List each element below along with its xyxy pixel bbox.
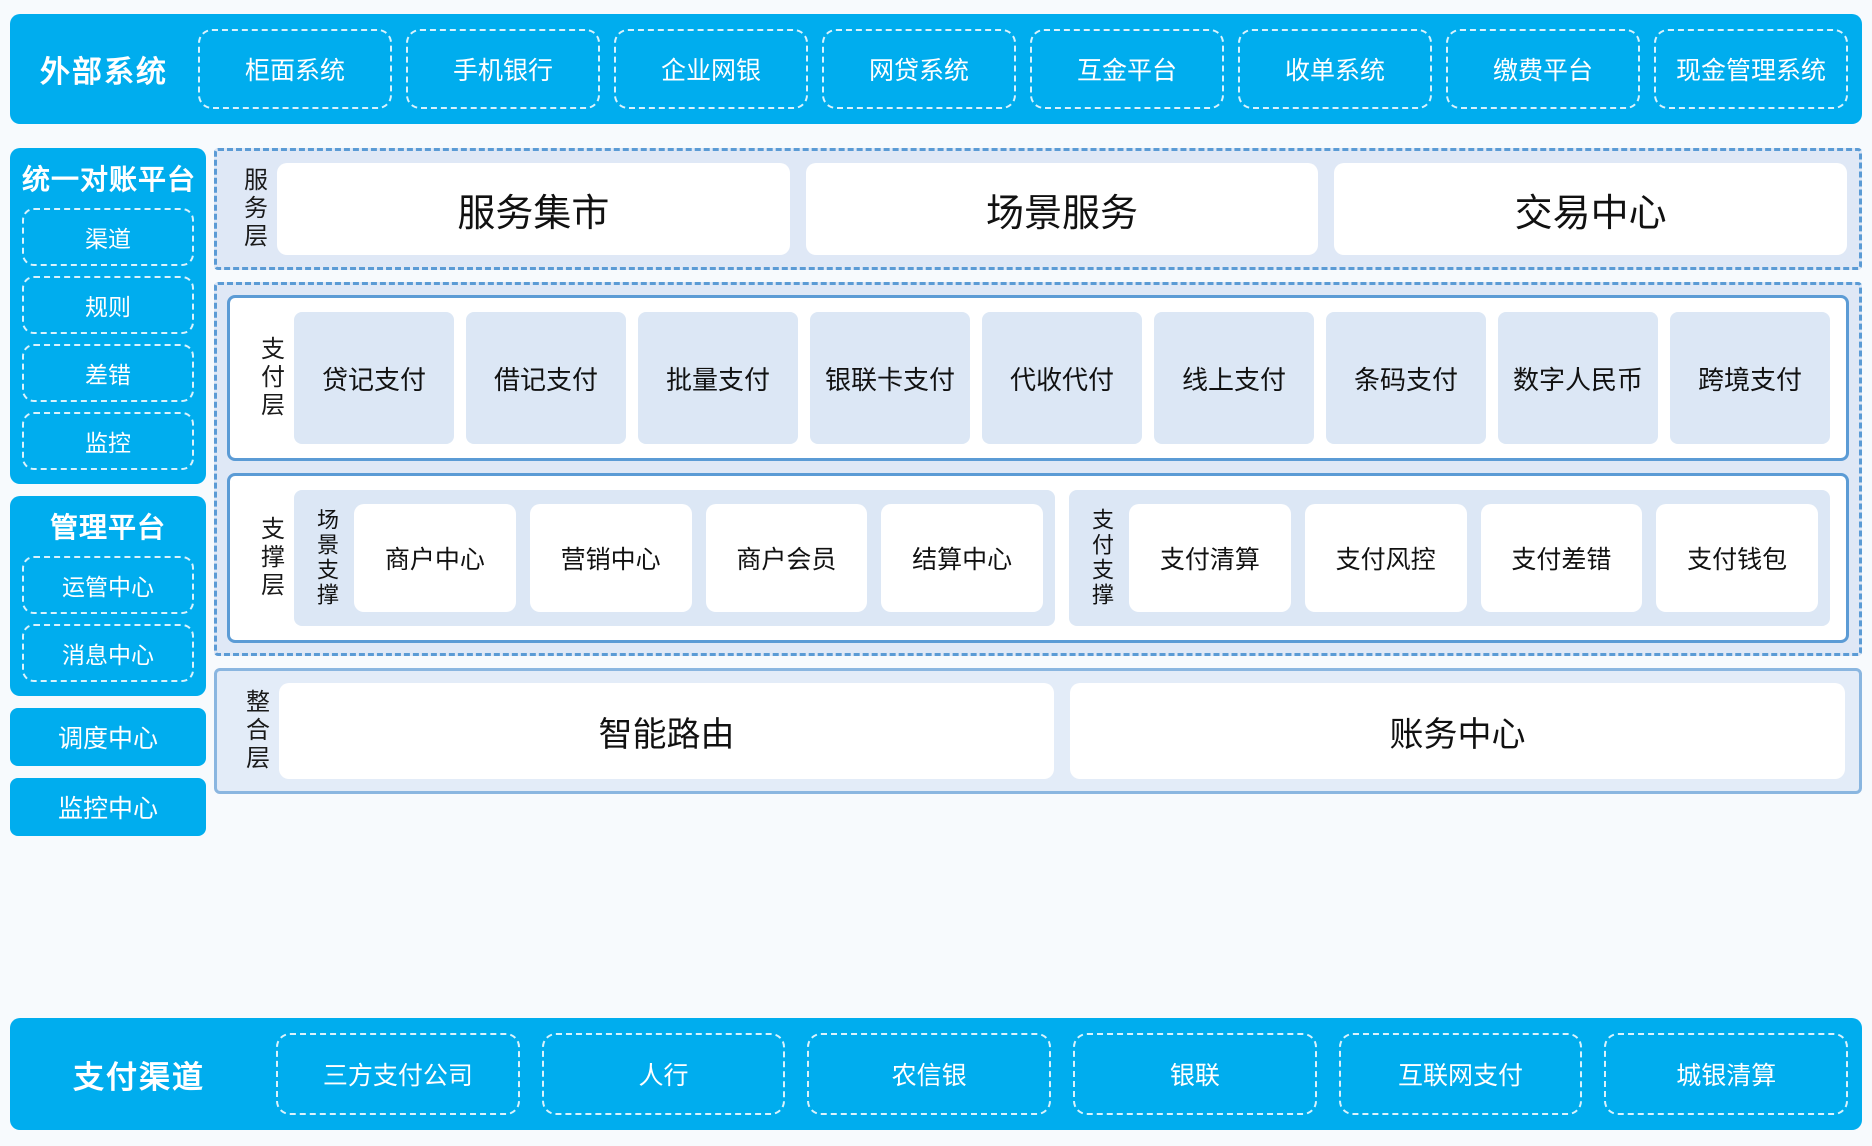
- payment-tile-cross-border[interactable]: 跨境支付: [1670, 312, 1830, 444]
- service-card-scenario[interactable]: 场景服务: [805, 163, 1319, 255]
- payment-tile-unionpay-card[interactable]: 银联卡支付: [810, 312, 970, 444]
- management-platform-title: 管理平台: [49, 512, 166, 543]
- monitoring-center-button[interactable]: 监控中心: [10, 778, 206, 836]
- payment-tile-credit[interactable]: 贷记支付: [294, 312, 454, 444]
- external-system-item-7[interactable]: 现金管理系统: [1654, 29, 1848, 109]
- support-card-marketing-center[interactable]: 营销中心: [529, 504, 692, 612]
- support-layer-box: 支撑层 场景支撑 商户中心 营销中心 商户会员 结算中心: [227, 473, 1849, 643]
- payment-and-support-group: 支付层 贷记支付 借记支付 批量支付 银联卡支付 代收代付 线上支付 条码支付 …: [214, 282, 1862, 656]
- reconciliation-platform-title: 统一对账平台: [22, 164, 197, 195]
- integration-layer-label: 整合层: [241, 689, 269, 773]
- external-system-item-6[interactable]: 缴费平台: [1446, 29, 1640, 109]
- payment-channels-bar: 支付渠道 三方支付公司 人行 农信银 银联 互联网支付 城银清算: [10, 1018, 1862, 1130]
- payment-support-group: 支付支撑 支付清算 支付风控 支付差错 支付钱包: [1069, 490, 1830, 626]
- channel-item-4[interactable]: 互联网支付: [1338, 1033, 1583, 1115]
- channel-item-1[interactable]: 人行: [541, 1033, 786, 1115]
- service-layer-group: 服务层 服务集市 场景服务 交易中心: [214, 148, 1862, 270]
- recon-item-monitor[interactable]: 监控: [22, 412, 194, 470]
- scheduling-center-button[interactable]: 调度中心: [10, 708, 206, 766]
- channel-item-3[interactable]: 银联: [1073, 1033, 1317, 1115]
- service-layer-label: 服务层: [239, 167, 267, 251]
- recon-item-rule[interactable]: 规则: [22, 276, 194, 334]
- integration-card-accounting-center[interactable]: 账务中心: [1070, 683, 1845, 779]
- management-platform-panel: 管理平台 运管中心 消息中心: [10, 496, 206, 696]
- left-sidebar: 统一对账平台 渠道 规则 差错 监控 管理平台 运管中心 消息中心 调度中心 监…: [10, 148, 206, 848]
- recon-item-channel[interactable]: 渠道: [22, 208, 194, 266]
- payment-channels-title: 支付渠道: [73, 1059, 205, 1095]
- payment-layer-label: 支付层: [256, 336, 284, 420]
- channel-item-0[interactable]: 三方支付公司: [276, 1033, 520, 1115]
- service-card-transaction[interactable]: 交易中心: [1334, 163, 1848, 255]
- external-system-item-4[interactable]: 互金平台: [1030, 29, 1224, 109]
- channel-item-5[interactable]: 城银清算: [1604, 1033, 1849, 1115]
- manage-item-operations-center[interactable]: 运管中心: [22, 556, 194, 614]
- payment-tile-digital-rmb[interactable]: 数字人民币: [1498, 312, 1658, 444]
- integration-layer-box: 整合层 智能路由 账务中心: [214, 668, 1862, 794]
- support-card-settlement-center[interactable]: 结算中心: [881, 504, 1043, 612]
- external-system-item-0[interactable]: 柜面系统: [198, 29, 392, 109]
- external-system-item-1[interactable]: 手机银行: [406, 29, 600, 109]
- support-card-payment-riskcontrol[interactable]: 支付风控: [1304, 504, 1467, 612]
- external-system-item-3[interactable]: 网贷系统: [822, 29, 1016, 109]
- support-layer-label: 支撑层: [256, 516, 284, 600]
- payment-tile-online[interactable]: 线上支付: [1154, 312, 1314, 444]
- manage-item-message-center[interactable]: 消息中心: [22, 624, 194, 682]
- external-systems-title: 外部系统: [40, 56, 168, 89]
- service-card-marketplace[interactable]: 服务集市: [277, 163, 790, 255]
- reconciliation-platform-panel: 统一对账平台 渠道 规则 差错 监控: [10, 148, 206, 484]
- payment-layer-box: 支付层 贷记支付 借记支付 批量支付 银联卡支付 代收代付 线上支付 条码支付 …: [227, 295, 1849, 461]
- external-system-item-2[interactable]: 企业网银: [614, 29, 808, 109]
- payment-tile-collection-payment[interactable]: 代收代付: [982, 312, 1142, 444]
- recon-item-error[interactable]: 差错: [22, 344, 194, 402]
- platform-main-area: 服务层 服务集市 场景服务 交易中心 支付层 贷记支付 借记支付 批量支付 银联…: [214, 148, 1862, 794]
- external-systems-bar: 外部系统 柜面系统 手机银行 企业网银 网贷系统 互金平台 收单系统 缴费平台 …: [10, 14, 1862, 124]
- payment-tile-debit[interactable]: 借记支付: [466, 312, 626, 444]
- channel-item-2[interactable]: 农信银: [807, 1033, 1052, 1115]
- payment-support-label: 支付支撑: [1089, 508, 1114, 608]
- support-card-payment-clearing[interactable]: 支付清算: [1129, 504, 1291, 612]
- external-system-item-5[interactable]: 收单系统: [1238, 29, 1432, 109]
- support-card-merchant-center[interactable]: 商户中心: [354, 504, 516, 612]
- support-card-payment-wallet[interactable]: 支付钱包: [1656, 504, 1818, 612]
- payment-tile-barcode[interactable]: 条码支付: [1326, 312, 1486, 444]
- scenario-support-label: 场景支撑: [314, 508, 339, 608]
- support-card-payment-error[interactable]: 支付差错: [1480, 504, 1643, 612]
- payment-tile-batch[interactable]: 批量支付: [638, 312, 798, 444]
- integration-card-smart-routing[interactable]: 智能路由: [279, 683, 1054, 779]
- scenario-support-group: 场景支撑 商户中心 营销中心 商户会员 结算中心: [294, 490, 1055, 626]
- support-card-merchant-member[interactable]: 商户会员: [705, 504, 868, 612]
